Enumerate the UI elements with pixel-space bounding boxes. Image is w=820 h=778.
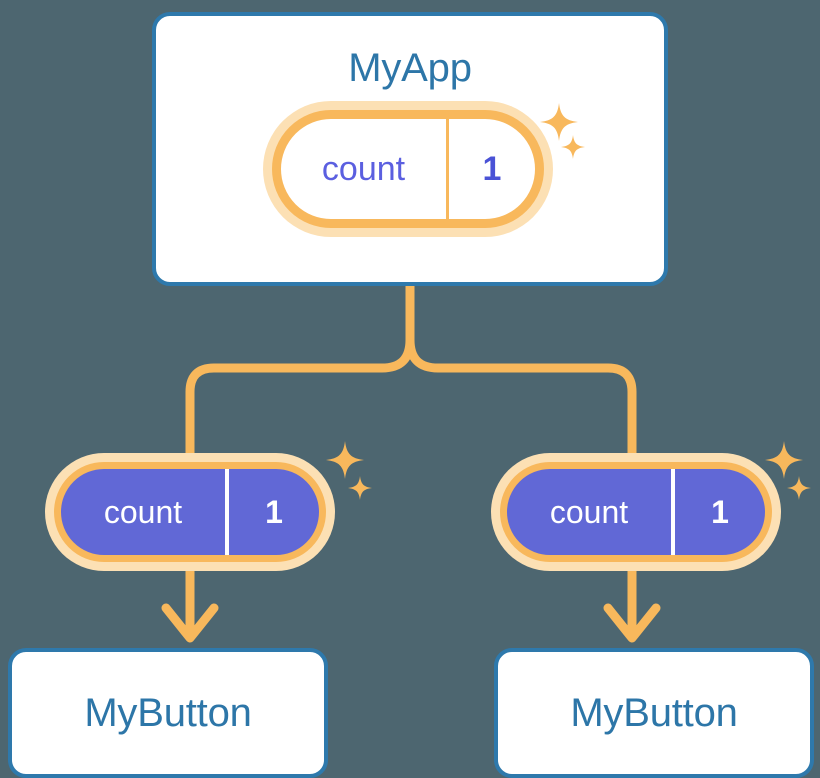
node-card-mybutton-0[interactable]: MyButton <box>8 648 328 778</box>
state-pill-child-1-wrapper: count 1 <box>500 462 772 562</box>
state-pill-child-1[interactable]: count 1 <box>500 462 772 562</box>
sparkle-icon <box>787 476 811 500</box>
sparkle-icon <box>348 476 372 500</box>
state-pill-root[interactable]: count 1 <box>272 110 544 228</box>
sparkle-icon <box>326 441 364 479</box>
page-title: MyApp <box>348 46 472 90</box>
node-card-label: MyButton <box>84 690 252 735</box>
branch-connector-icon <box>185 281 415 467</box>
state-pill-value: 1 <box>482 149 502 188</box>
state-pill-root-wrapper: count 1 <box>272 110 544 228</box>
node-card-mybutton-1[interactable]: MyButton <box>494 648 814 778</box>
state-pill-child-0-wrapper: count 1 <box>54 462 326 562</box>
node-card-label: MyButton <box>570 690 738 735</box>
state-pill-value: 1 <box>265 493 283 530</box>
state-pill-key: count <box>507 469 675 555</box>
state-pill-value: 1 <box>711 493 729 530</box>
branch-connector-right-icon <box>405 281 637 467</box>
arrow-down-icon-right <box>603 603 661 643</box>
state-pill-key: count <box>61 469 229 555</box>
state-pill-child-0[interactable]: count 1 <box>54 462 326 562</box>
arrow-down-icon-left <box>161 603 219 643</box>
state-pill-key: count <box>281 119 449 219</box>
